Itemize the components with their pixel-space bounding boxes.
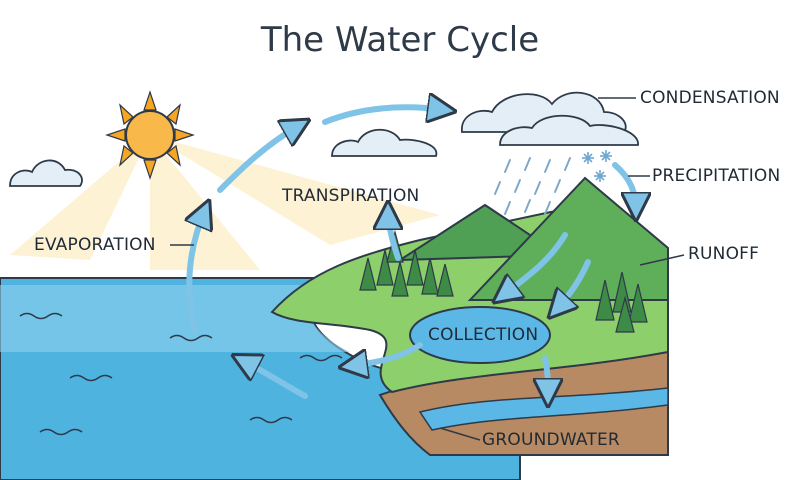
diagram-title: The Water Cycle xyxy=(260,20,540,60)
leader-lines xyxy=(170,97,685,441)
raindrop-icon xyxy=(494,157,571,215)
evaporation-arrow xyxy=(189,210,205,333)
groundwater-stream xyxy=(418,387,669,431)
label-transpiration: TRANSPIRATION xyxy=(282,186,420,206)
label-precipitation: PRECIPITATION xyxy=(652,166,781,186)
cloud-icon xyxy=(9,91,639,187)
arrow-icon xyxy=(189,107,636,396)
label-runoff: RUNOFF xyxy=(688,244,760,264)
sun-icon xyxy=(105,90,195,180)
transpiration-arrow xyxy=(388,212,398,261)
snowflake-icon xyxy=(582,150,612,182)
label-groundwater: GROUNDWATER xyxy=(482,430,620,450)
runoff-arrow-left xyxy=(502,232,568,296)
lake xyxy=(409,306,551,364)
runoff-arrow-right xyxy=(556,259,591,310)
groundwater-arrow xyxy=(545,355,548,396)
collection-return-arrow xyxy=(350,342,423,366)
ocean-highlight xyxy=(0,285,350,352)
label-evaporation: EVAPORATION xyxy=(34,235,156,255)
precipitation-arrow xyxy=(612,162,636,210)
evaporation-arrow-upper xyxy=(217,125,300,193)
collection-return-arrow-lower xyxy=(242,360,308,399)
wave-icon xyxy=(19,312,343,436)
label-collection: COLLECTION xyxy=(428,325,539,345)
label-condensation: CONDENSATION xyxy=(640,88,780,108)
condensation-arrow xyxy=(322,107,445,125)
